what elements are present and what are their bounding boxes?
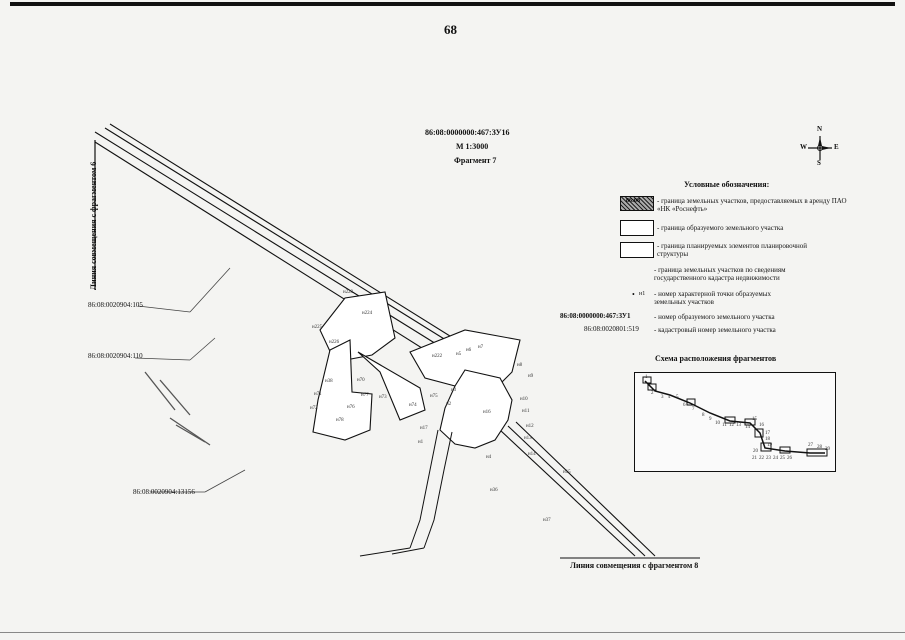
compass-n: N: [817, 125, 823, 133]
point-label: н1: [418, 440, 424, 445]
legend-point-sample: н1: [639, 291, 646, 297]
scheme-inset: 1 2 3 4 5 6 7 8 9 10 11 12 13 14 15 16 1…: [634, 372, 836, 472]
legend-item-planning: - граница планируемых элементов планиров…: [657, 242, 808, 258]
frag-7: 7: [692, 407, 695, 412]
scheme-title: Схема расположения фрагментов: [655, 354, 777, 363]
frag-16: 16: [759, 423, 764, 428]
point-label: н75: [430, 394, 438, 399]
point-label: н3: [451, 388, 457, 393]
frag-9: 9: [709, 417, 712, 422]
frag-3: 3: [661, 395, 664, 400]
frag-23: 23: [766, 456, 771, 461]
legend-hatch-swatch: [620, 196, 654, 211]
frag-12: 12: [729, 423, 734, 428]
point-label: н36: [490, 488, 498, 493]
point-label: н76: [347, 405, 355, 410]
point-label: н70: [357, 378, 365, 383]
frag-5: 5: [676, 395, 679, 400]
point-label: н4: [486, 455, 492, 460]
point-label: н225: [312, 325, 323, 330]
legend-item-lease: - граница земельных участков, предоставл…: [657, 197, 847, 213]
bottom-rule: [0, 632, 905, 633]
frag-17: 17: [765, 431, 770, 436]
point-label: н6: [466, 348, 472, 353]
legend-item-plot-number: - номер образуемого земельного участка: [654, 313, 775, 321]
legend-box-plot: [620, 220, 654, 236]
point-label: н223: [343, 290, 354, 295]
frag-6: 6: [683, 403, 686, 408]
point-label: н10: [520, 397, 528, 402]
frag-1: 1: [645, 375, 648, 380]
point-label: н17: [420, 426, 428, 431]
frag-29: 29: [825, 447, 830, 452]
legend-item-plot: - граница образуемого земельного участка: [657, 224, 784, 232]
legend-box-planning: [620, 242, 654, 258]
frag-15: 15: [752, 417, 757, 422]
side-combination-label: Линия совмещения с фрагментом 6: [89, 161, 98, 290]
legend-item-cadastral-number: - кадастровый номер земельного участка: [654, 326, 776, 334]
frag-14: 14: [745, 425, 750, 430]
frag-28: 28: [817, 445, 822, 450]
cadastral-label-13156: 86:08:0020904:13156: [133, 488, 195, 496]
legend-title: Условные обозначения:: [684, 180, 770, 189]
point-label: н37: [543, 518, 551, 523]
point-label: н15: [563, 470, 571, 475]
point-label: н38: [325, 379, 333, 384]
frag-10: 10: [715, 421, 720, 426]
point-label: н11: [522, 409, 530, 414]
legend-hatch-sample: 86:08: [626, 198, 640, 204]
point-label: н7: [478, 345, 484, 350]
point-label: н71: [314, 392, 322, 397]
frag-13: 13: [736, 423, 741, 428]
point-label: н77: [361, 393, 369, 398]
point-label: н226: [329, 340, 340, 345]
cadastral-label-105: 86:08:0020904:105: [88, 301, 143, 309]
frag-11: 11: [722, 423, 727, 428]
frag-8: 8: [702, 413, 705, 418]
point-label: н78: [336, 418, 344, 423]
frag-26: 26: [787, 456, 792, 461]
legend-item-cadastre: - граница земельных участков по сведения…: [654, 266, 786, 282]
frag-27: 27: [808, 443, 813, 448]
point-label: н2: [446, 402, 452, 407]
legend-plot-sample: 86:08:0000000:467:ЗУ1: [560, 312, 631, 320]
compass-w: W: [800, 143, 807, 151]
point-label: н5: [456, 352, 462, 357]
compass-rose-icon: N S E W: [800, 125, 840, 168]
frag-2: 2: [651, 391, 654, 396]
point-dot-icon: •: [632, 290, 635, 299]
point-label: н13: [524, 436, 532, 441]
frag-19: 19: [767, 443, 772, 448]
point-label: н8: [517, 363, 523, 368]
frag-24: 24: [773, 456, 778, 461]
frag-25: 25: [780, 456, 785, 461]
point-label: н224: [362, 311, 373, 316]
top-rule: [10, 2, 895, 6]
frag-22: 22: [759, 456, 764, 461]
point-label: н9: [528, 374, 534, 379]
point-label: н14: [528, 452, 536, 457]
frag-4: 4: [668, 395, 671, 400]
bottom-combination-label: Линия совмещения с фрагментом 8: [570, 561, 699, 570]
point-label: н74: [409, 403, 417, 408]
page-number: 68: [444, 22, 457, 37]
frag-20: 20: [753, 449, 758, 454]
point-label: н12: [526, 424, 534, 429]
fragment-label: Фрагмент 7: [454, 156, 497, 165]
point-label: н73: [379, 395, 387, 400]
point-label: н222: [432, 354, 443, 359]
plot-id: 86:08:0000000:467:ЗУ16: [425, 128, 510, 137]
frag-18: 18: [765, 437, 770, 442]
cadastral-label-110: 86:08:0020904:110: [88, 352, 143, 360]
compass-e: E: [834, 143, 839, 151]
frag-21: 21: [752, 456, 757, 461]
point-label: н72: [310, 406, 318, 411]
compass-s: S: [817, 159, 821, 167]
point-label: н16: [483, 410, 491, 415]
scale-label: М 1:3000: [456, 142, 489, 151]
legend-item-point: - номер характерной точки образуемых зем…: [654, 290, 771, 306]
legend-cadastral-sample: 86:08:0020801:519: [584, 325, 639, 333]
